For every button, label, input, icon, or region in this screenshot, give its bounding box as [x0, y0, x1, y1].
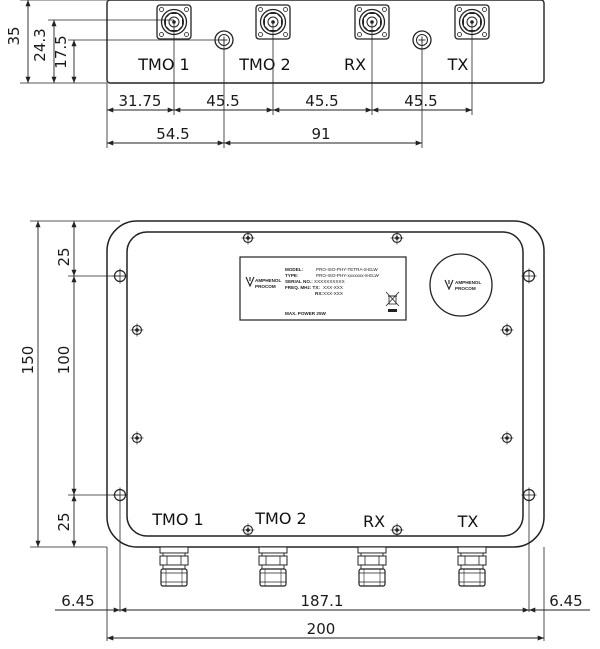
- front-port-label-tx: TX: [457, 512, 479, 531]
- dim-front-hole-bottom: 25: [55, 512, 73, 531]
- top-port-label-tmo2: TMO 2: [238, 55, 290, 74]
- label-rx-key: RX:: [315, 291, 323, 296]
- dim-right-margin: 6.45: [549, 592, 582, 610]
- front-port-label-rx: RX: [363, 512, 385, 531]
- brand-logo-icon: [444, 279, 454, 291]
- label-brand-line2: PROCOM: [255, 284, 276, 289]
- label-brand-line1: AMPHENOL: [255, 278, 281, 283]
- top-view: TMO 1 TMO 2 RX TX 35 24.3 17.5 31.75 45.…: [5, 0, 545, 148]
- dim-left-margin: 6.45: [61, 592, 94, 610]
- label-serial-key: SERIAL NO.:: [285, 279, 313, 284]
- badge-brand-line1: AMPHENOL: [455, 280, 481, 285]
- label-model-value: PRO-ISO-PHY-TETRA-8-ELW: [316, 267, 378, 272]
- dim-e2: 91: [311, 125, 330, 143]
- label-type-value: PRO-ISO-PHY-xxxxxxx-8-ELW: [316, 273, 379, 278]
- top-port-label-tx: TX: [447, 55, 469, 74]
- logo-badge: AMPHENOL PROCOM: [429, 253, 493, 317]
- front-view: AMPHENOL PROCOM MODEL: PRO-ISO-PHY-TETRA…: [19, 220, 590, 641]
- label-type-key: TYPE:: [285, 273, 299, 278]
- dim-d3: 45.5: [305, 92, 338, 110]
- dim-height-hole: 17.5: [52, 35, 70, 68]
- tmo1-side-connector-icon: [159, 546, 189, 587]
- dim-width-total: 200: [307, 620, 336, 638]
- top-port-label-rx: RX: [344, 55, 366, 74]
- top-port-label-tmo1: TMO 1: [137, 55, 189, 74]
- label-power: MAX. POWER 25W: [285, 311, 327, 316]
- label-serial-value: XXXXXXXXXX: [314, 279, 345, 284]
- dim-front-hole-pitch: 100: [55, 346, 73, 375]
- dim-front-hole-top: 25: [55, 247, 73, 266]
- product-label: AMPHENOL PROCOM MODEL: PRO-ISO-PHY-TETRA…: [239, 256, 407, 321]
- label-freq-tx: XXX-XXX: [323, 285, 343, 290]
- top-view-body: [106, 0, 545, 84]
- rx-side-connector-icon: [357, 546, 387, 587]
- dim-e1: 54.5: [156, 125, 189, 143]
- label-freq-rx: XXX-XXX: [323, 291, 343, 296]
- tx-side-connector-icon: [457, 546, 487, 587]
- brand-logo-icon: [245, 276, 255, 288]
- tmo2-side-connector-icon: [258, 546, 288, 587]
- front-port-label-tmo1: TMO 1: [151, 510, 203, 529]
- dim-front-height-total: 150: [19, 346, 37, 375]
- dim-d1: 31.75: [119, 92, 162, 110]
- front-port-label-tmo2: TMO 2: [254, 509, 306, 528]
- dim-height-total: 35: [5, 26, 23, 45]
- weee-bin-icon: [385, 291, 400, 312]
- label-model-key: MODEL:: [285, 267, 304, 272]
- label-freq-key: FREQ. MHz: TX:: [285, 285, 320, 290]
- dim-hole-span: 187.1: [301, 592, 344, 610]
- enclosure-body: [126, 231, 524, 537]
- dim-height-connector: 24.3: [31, 28, 49, 61]
- dim-d2: 45.5: [206, 92, 239, 110]
- badge-brand-line2: PROCOM: [455, 286, 476, 291]
- dim-d4: 45.5: [404, 92, 437, 110]
